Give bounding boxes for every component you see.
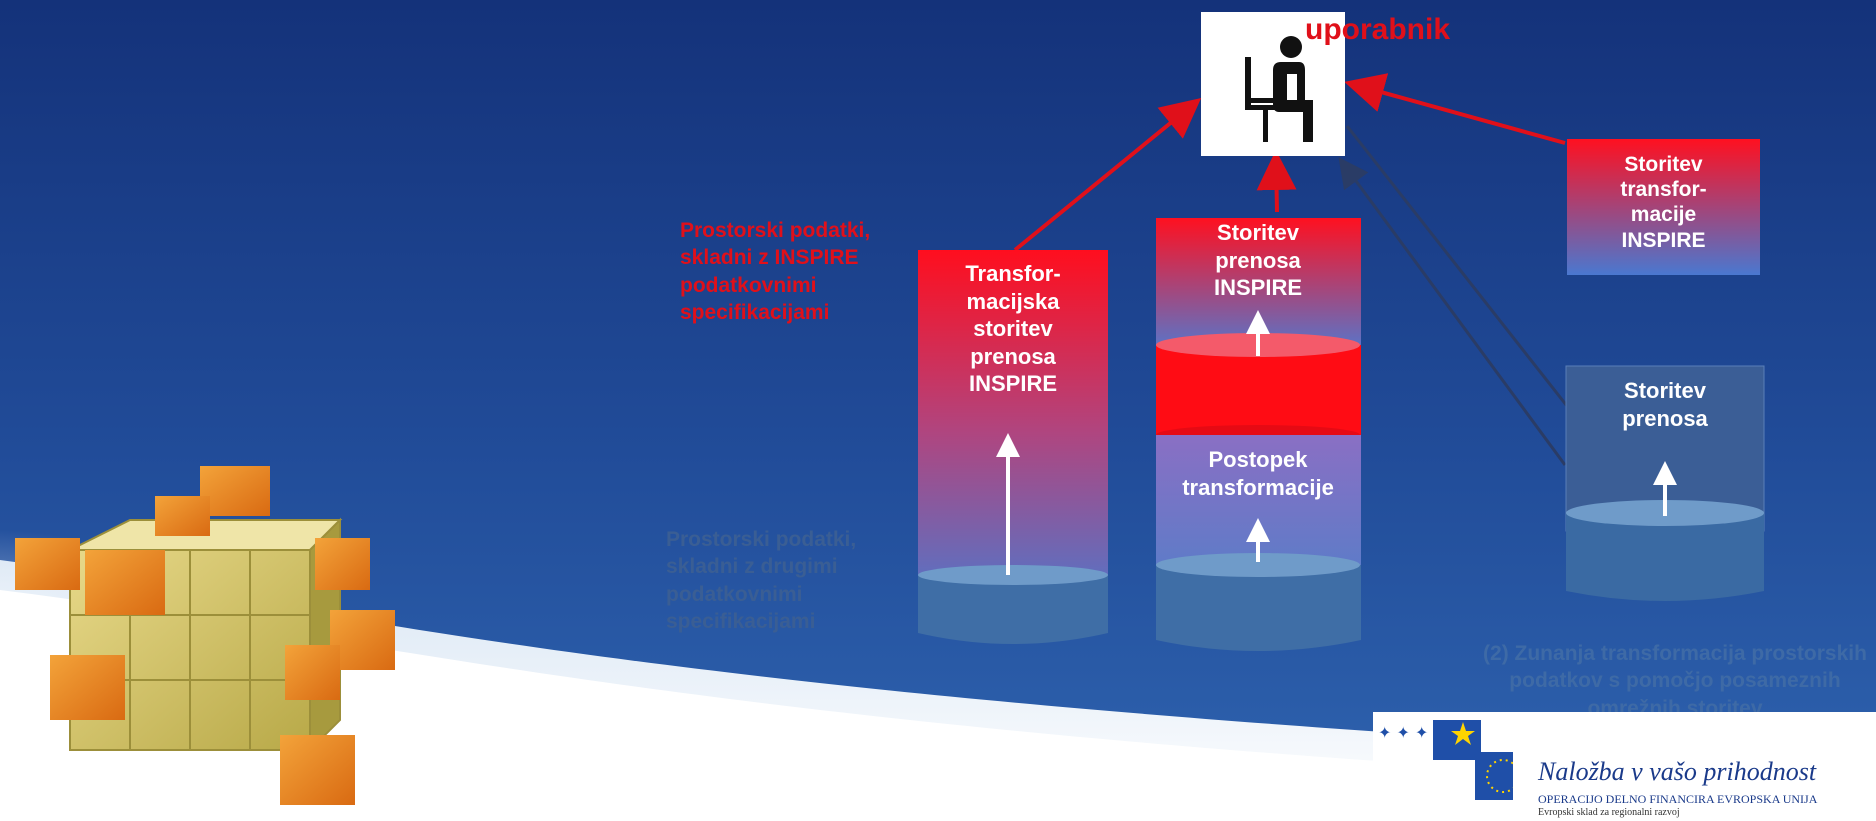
transformation-service-column [918, 250, 1108, 580]
orange-cubes [15, 466, 395, 805]
arrow-transformation-service-to-user [1013, 97, 1202, 252]
external-transformation-service-box [1567, 139, 1760, 275]
arrow-download-service-to-user [1256, 150, 1297, 213]
arrow-download-service-to-user-back [1338, 157, 1567, 466]
user-box [1201, 12, 1345, 156]
stack-download-service-process [1156, 218, 1361, 651]
cube-decoration [15, 466, 395, 805]
download-service-plain-label: Storitev prenosa [1622, 378, 1708, 431]
external-transformation-service-label: Storitev transfor- macije INSPIRE [1620, 153, 1707, 252]
stack-download-service-plain [1565, 365, 1765, 601]
svg-text:✦ ✦ ✦: ✦ ✦ ✦ [1378, 723, 1428, 742]
user-label: uporabnik [1305, 13, 1451, 46]
eu-logo: ✦ ✦ ✦ Naložba v vašo prihodnost OPERACIJ… [1373, 712, 1876, 821]
data-cylinder-top [918, 565, 1108, 585]
stack-transformation-download-service [918, 250, 1108, 644]
arrow-external-transformation-to-user [1344, 73, 1566, 145]
other-data-label: Prostorski podatki, skladni z drugimi po… [666, 528, 857, 633]
eu-line2: Evropski sklad za regionalni razvoj [1538, 807, 1680, 818]
data-cylinder [918, 575, 1108, 644]
inspire-data-label: Prostorski podatki, skladni z INSPIRE po… [680, 219, 871, 324]
eu-slogan: Naložba v vašo prihodnost [1538, 757, 1817, 786]
transformation-download-service-label: Transfor- macijska storitev prenosa INSP… [965, 261, 1061, 396]
red-cylinder-body [1156, 345, 1361, 435]
transformation-process-label: Postopek transformacije [1182, 447, 1334, 500]
user-at-computer-icon [1245, 36, 1313, 142]
eu-line1: OPERACIJO DELNO FINANCIRA EVROPSKA UNIJA [1538, 792, 1818, 806]
data-cylinder [1156, 565, 1361, 651]
eu-flag-icon: ✦ ✦ ✦ [1378, 720, 1513, 800]
diagram-caption: (2) Zunanja transformacija prostorskih p… [1483, 642, 1867, 720]
download-service-label: Storitev prenosa INSPIRE [1213, 220, 1303, 300]
data-cylinder [1566, 513, 1764, 601]
line-user-to-download-service [1345, 125, 1569, 407]
data-cylinder-top [1156, 553, 1360, 577]
